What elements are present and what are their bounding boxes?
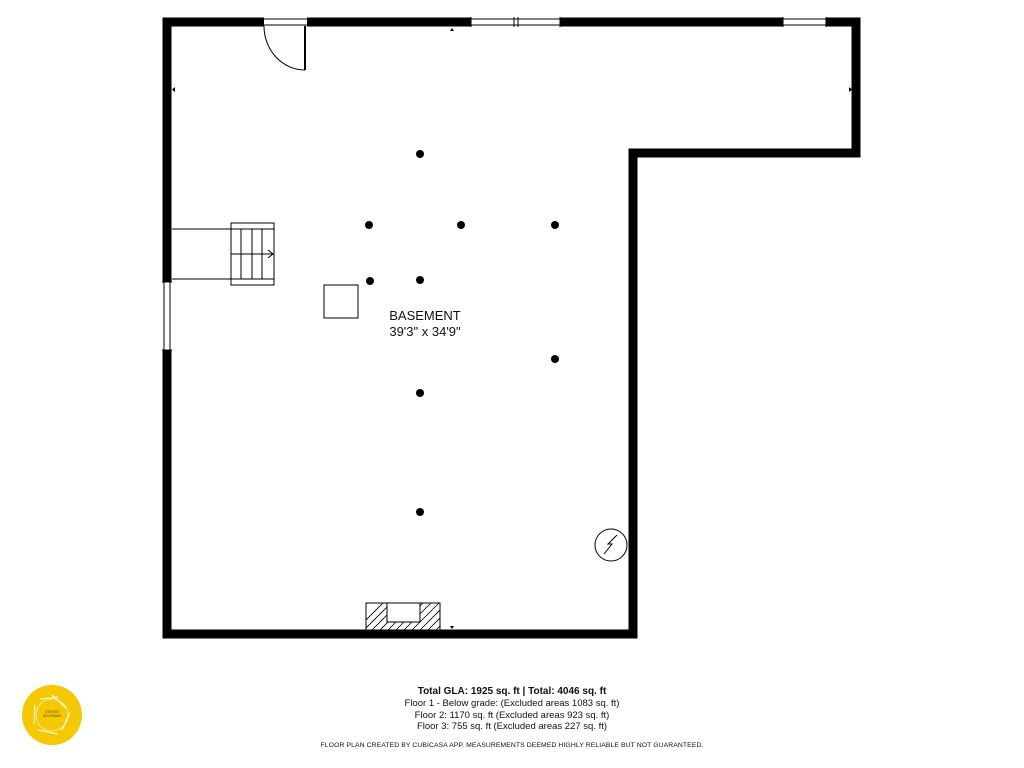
- disclaimer: FLOOR PLAN CREATED BY CUBICASA APP. MEAS…: [320, 741, 704, 749]
- post: [366, 277, 374, 285]
- column-box: [323, 284, 359, 319]
- wall-marker: [849, 87, 852, 92]
- post: [365, 221, 373, 229]
- room-label: BASEMENT 39'3" x 34'9": [345, 308, 505, 340]
- fireplace: [365, 602, 441, 631]
- logo-line-2: DELIRIUMS: [42, 714, 62, 718]
- window-top-2: [782, 17, 827, 27]
- door: [263, 17, 307, 71]
- post: [551, 355, 559, 363]
- total-area: Total GLA: 1925 sq. ft | Total: 4046 sq.…: [417, 686, 607, 697]
- exterior-wall: [162, 17, 861, 639]
- wall-marker: [450, 28, 454, 31]
- post: [551, 221, 559, 229]
- logo-text: STEVEN DELIRIUMS: [22, 710, 82, 718]
- window-top-1: [470, 17, 561, 27]
- post: [416, 389, 424, 397]
- post: [457, 221, 465, 229]
- logo-line-1: STEVEN: [45, 710, 59, 714]
- wall-marker: [172, 87, 175, 92]
- floor-1-area: Floor 1 - Below grade: (Excluded areas 1…: [404, 698, 620, 709]
- room-dimensions: 39'3" x 34'9": [389, 324, 461, 339]
- electrical-panel-icon: [594, 528, 628, 562]
- wall-marker: [450, 626, 454, 629]
- floor-2-area: Floor 2: 1170 sq. ft (Excluded areas 923…: [414, 709, 610, 721]
- stairs: [172, 222, 275, 286]
- post: [416, 276, 424, 284]
- floor-3-area: Floor 3: 755 sq. ft (Excluded areas 227 …: [416, 721, 608, 732]
- company-logo: [22, 685, 82, 745]
- floor-plan-footer: Total GLA: 1925 sq. ft | Total: 4046 sq.…: [262, 686, 762, 750]
- post: [416, 150, 424, 158]
- window-left: [162, 281, 172, 351]
- post: [416, 508, 424, 516]
- room-name: BASEMENT: [389, 308, 461, 323]
- support-posts: [365, 150, 559, 516]
